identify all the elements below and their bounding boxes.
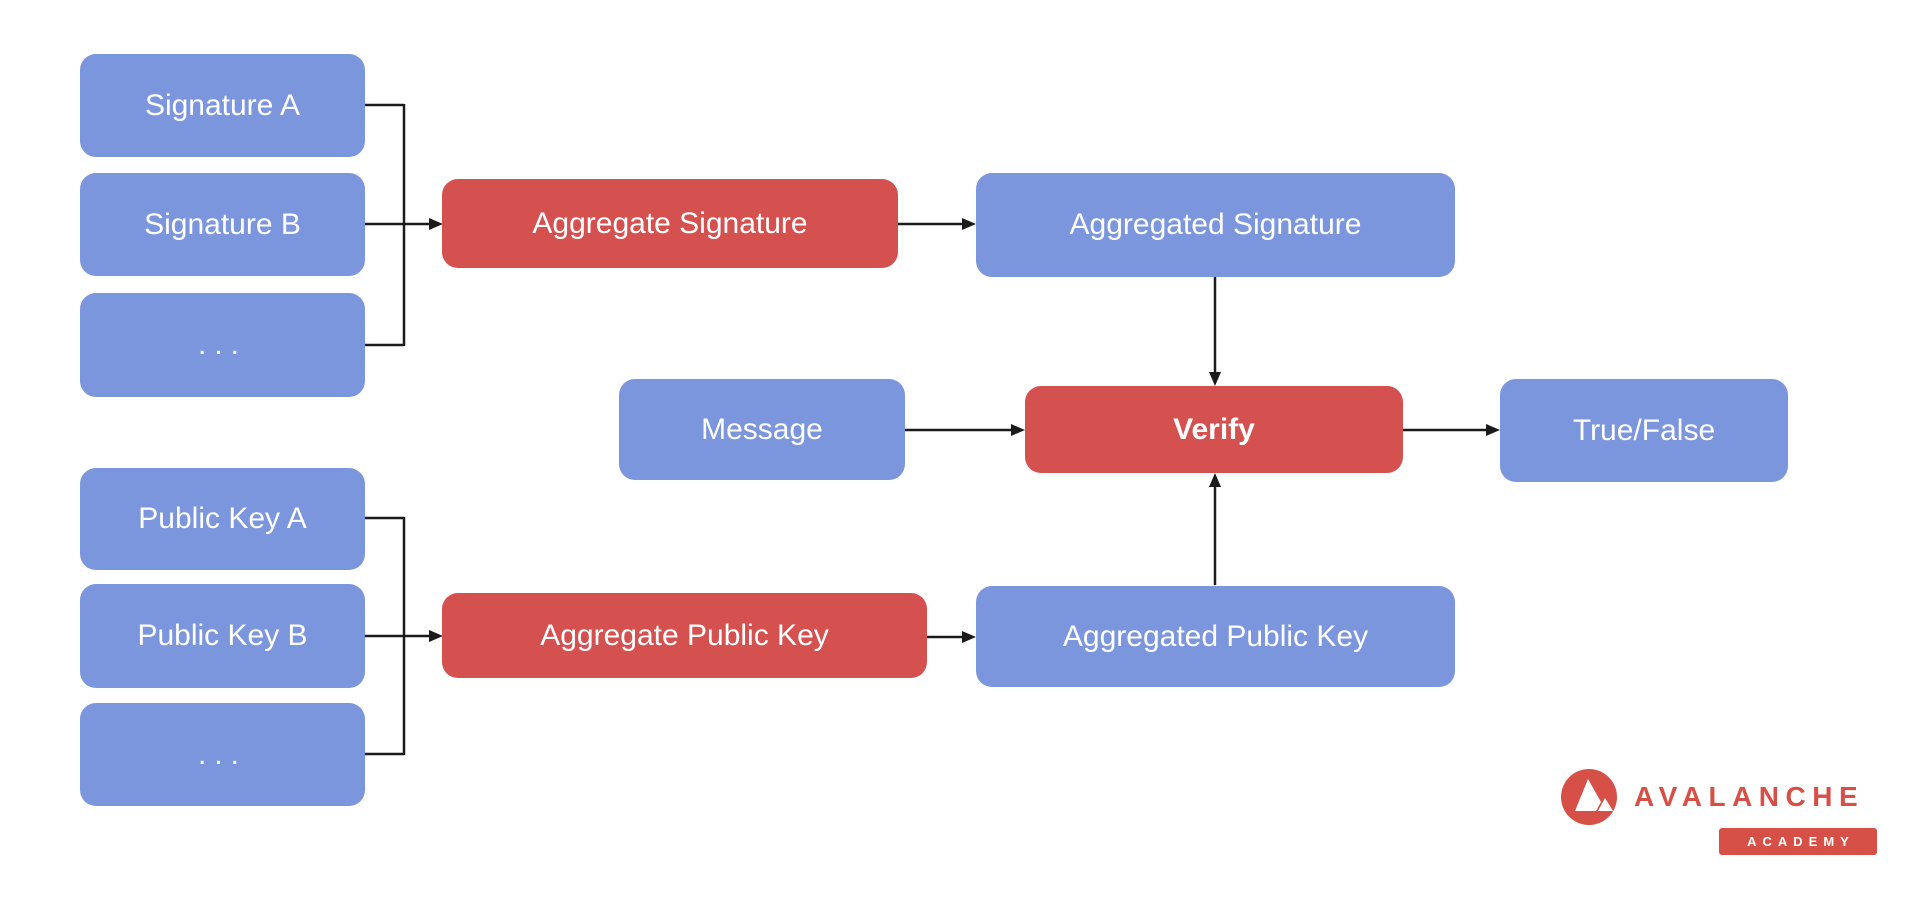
node-public-key-ellipsis: ...	[80, 703, 365, 806]
node-public-key-b: Public Key B	[80, 584, 365, 688]
node-public-key-a: Public Key A	[80, 468, 365, 570]
node-aggregated-public-key: Aggregated Public Key	[976, 586, 1455, 687]
avalanche-logo-icon	[1561, 769, 1617, 825]
logo-academy-badge: ACADEMY	[1719, 828, 1877, 855]
node-true-false: True/False	[1500, 379, 1788, 482]
node-aggregated-signature: Aggregated Signature	[976, 173, 1455, 277]
avalanche-academy-logo: AVALANCHE ACADEMY	[1561, 769, 1881, 859]
node-verify: Verify	[1025, 386, 1403, 473]
logo-brand-text: AVALANCHE	[1634, 781, 1865, 812]
node-signature-ellipsis: ...	[80, 293, 365, 397]
node-aggregate-signature: Aggregate Signature	[442, 179, 898, 268]
node-message: Message	[619, 379, 905, 480]
node-signature-b: Signature B	[80, 173, 365, 276]
node-signature-a: Signature A	[80, 54, 365, 157]
node-aggregate-public-key: Aggregate Public Key	[442, 593, 927, 678]
